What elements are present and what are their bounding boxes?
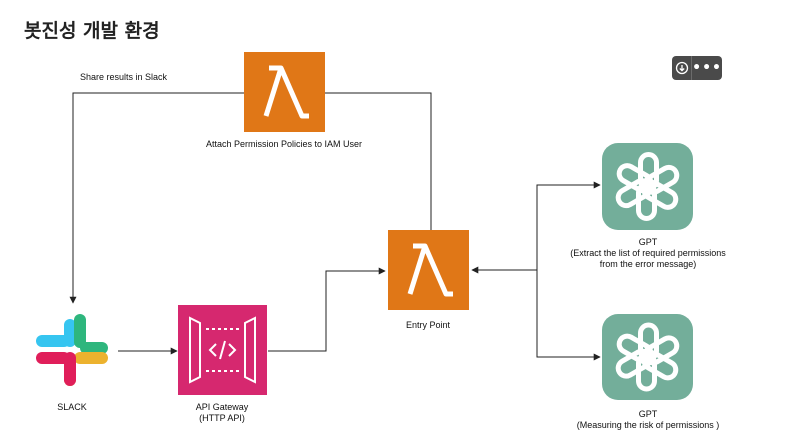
download-icon: [675, 61, 688, 75]
openai-icon: [615, 152, 680, 221]
entry-lambda-label: Entry Point: [405, 320, 451, 330]
apigw-label: API Gateway (HTTP API): [195, 402, 249, 423]
api-gateway-icon: [189, 316, 256, 384]
page-title: 봇진성 개발 환경: [24, 20, 160, 42]
download-button[interactable]: [672, 56, 693, 80]
lambda-entry-point: [388, 230, 469, 310]
lambda-icon: [407, 243, 453, 297]
gpt-extract-permissions: [602, 143, 693, 230]
image-toolbar: •••: [672, 56, 722, 80]
connector-entry-to-gpt2: [536, 270, 601, 361]
gpt-measure-risk: [602, 314, 693, 400]
share-results-label: Share results in Slack: [80, 72, 168, 82]
gpt1-label: GPT (Extract the list of required permis…: [570, 237, 726, 269]
more-options-button[interactable]: •••: [692, 56, 722, 80]
connector-entry-to-gpt1: [536, 181, 601, 270]
attach-lambda-label: Attach Permission Policies to IAM User: [205, 139, 363, 149]
openai-icon: [615, 322, 680, 392]
slack-label: SLACK: [57, 402, 87, 412]
connector-apigw-to-entry: [268, 267, 386, 352]
slack-logo: [36, 314, 108, 386]
api-gateway: [178, 305, 267, 395]
lambda-attach-policies: [244, 52, 325, 132]
lambda-icon: [263, 65, 309, 119]
gpt2-label: GPT (Measuring the risk of permissions ): [576, 409, 720, 430]
more-icon: •••: [692, 60, 722, 76]
